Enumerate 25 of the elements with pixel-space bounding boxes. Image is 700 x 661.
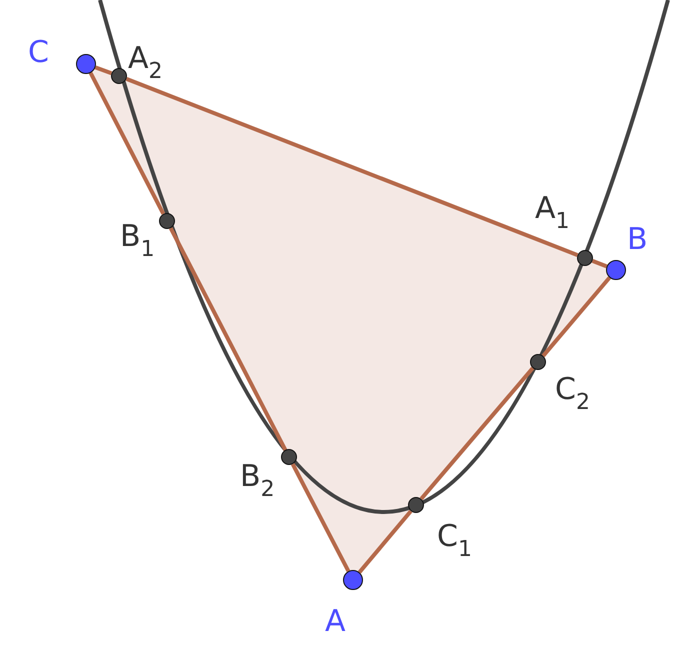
point-marker bbox=[577, 250, 593, 266]
triangle-side bbox=[542, 276, 612, 358]
point-marker bbox=[343, 570, 363, 590]
triangle-side bbox=[88, 72, 166, 215]
point-label: C$_{1}$ bbox=[437, 522, 472, 561]
triangle-side bbox=[126, 77, 578, 257]
triangle-side bbox=[290, 463, 350, 572]
point-marker bbox=[606, 260, 626, 280]
triangle-side bbox=[94, 66, 112, 76]
triangle-side bbox=[592, 259, 608, 268]
point-marker bbox=[159, 213, 175, 229]
point-label: B$_{1}$ bbox=[120, 222, 155, 261]
point-label: B$_{2}$ bbox=[240, 462, 275, 501]
triangle-side bbox=[358, 510, 412, 574]
point-marker bbox=[281, 449, 297, 465]
point-label: B bbox=[627, 225, 648, 255]
point-label: A$_{2}$ bbox=[128, 44, 163, 83]
point-label: C$_{2}$ bbox=[555, 375, 590, 414]
point-label: C bbox=[28, 38, 49, 68]
point-marker bbox=[111, 68, 127, 84]
point-label: A$_{1}$ bbox=[535, 194, 570, 233]
triangle-side bbox=[168, 227, 288, 451]
point-marker bbox=[76, 54, 96, 74]
triangle-side bbox=[420, 366, 534, 500]
point-label: A bbox=[325, 607, 346, 637]
